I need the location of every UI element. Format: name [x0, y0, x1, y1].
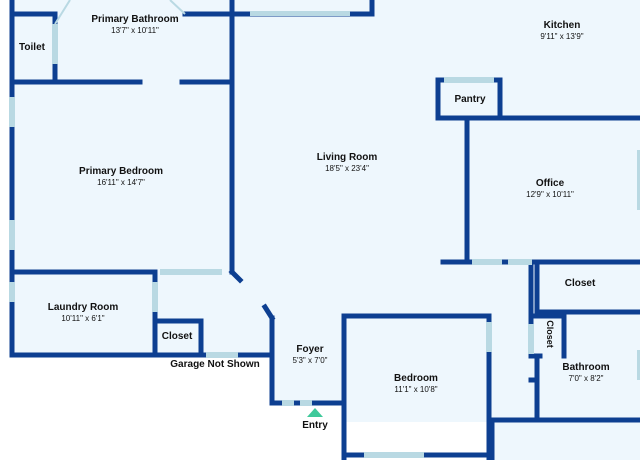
- bath-angled-wall: [169, 0, 186, 15]
- floor-area: [12, 0, 640, 460]
- window: [300, 400, 312, 406]
- garage-note: Garage Not Shown: [170, 359, 260, 370]
- room-dimensions: 16'11" x 14'7": [97, 177, 145, 187]
- window: [444, 77, 494, 83]
- window: [206, 352, 238, 358]
- room-dimensions: 13'7" x 10'11": [111, 25, 159, 35]
- room-closet-center: Closet: [161, 331, 193, 342]
- windows: [9, 11, 640, 458]
- room-closet-right: Closet: [564, 278, 596, 289]
- room-dimensions: 11'1" x 10'8": [394, 384, 438, 394]
- room-bathroom: Bathroom 7'0" x 8'2": [562, 362, 609, 383]
- window: [637, 350, 640, 380]
- window: [9, 282, 15, 302]
- room-name: Office: [535, 178, 565, 189]
- window: [282, 400, 294, 406]
- room-name: Kitchen: [543, 20, 581, 31]
- room-name: Primary Bathroom: [91, 14, 179, 25]
- window: [9, 220, 15, 250]
- window: [637, 150, 640, 210]
- bath-angled-wall: [54, 0, 71, 25]
- window: [486, 322, 492, 352]
- room-foyer: Foyer 5'3" x 7'0": [293, 344, 328, 365]
- room-dimensions: 18'5" x 23'4": [325, 163, 369, 173]
- room-dimensions: 10'11" x 6'1": [61, 313, 105, 323]
- room-dimensions: 9'11" x 13'9": [540, 31, 584, 41]
- room-bedroom: Bedroom 11'1" x 10'8": [394, 373, 438, 394]
- window: [52, 24, 58, 64]
- room-name: Bathroom: [562, 362, 610, 373]
- room-toilet: Toilet: [19, 42, 45, 53]
- room-pantry: Pantry: [454, 94, 486, 105]
- room-closet-small: Closet: [544, 318, 560, 352]
- window: [250, 11, 350, 16]
- room-name: Primary Bedroom: [79, 166, 163, 177]
- room-dimensions: 12'9" x 10'11": [526, 189, 574, 199]
- window: [472, 259, 502, 265]
- room-name: Closet: [544, 320, 555, 348]
- window: [364, 452, 424, 458]
- room-office: Office 12'9" x 10'11": [526, 178, 574, 199]
- entry-label: Entry: [302, 420, 328, 431]
- room-primary-bathroom: Primary Bathroom 13'7" x 10'11": [91, 14, 178, 35]
- window: [160, 269, 222, 275]
- room-name: Bedroom: [394, 373, 438, 384]
- room-dimensions: 7'0" x 8'2": [568, 373, 604, 383]
- room-name: Foyer: [296, 344, 324, 355]
- room-dimensions: 5'3" x 7'0": [292, 355, 328, 365]
- room-primary-bedroom: Primary Bedroom 16'11" x 14'7": [79, 166, 163, 187]
- window: [528, 324, 534, 354]
- window: [508, 259, 532, 265]
- room-name: Living Room: [316, 152, 378, 163]
- room-name: Laundry Room: [47, 302, 119, 313]
- window: [9, 97, 15, 127]
- room-kitchen: Kitchen 9'11" x 13'9": [540, 20, 583, 41]
- window: [152, 282, 158, 312]
- entry-arrow-icon: [307, 408, 323, 417]
- room-living-room: Living Room 18'5" x 23'4": [317, 152, 378, 173]
- room-laundry-room: Laundry Room 10'11" x 6'1": [48, 302, 119, 323]
